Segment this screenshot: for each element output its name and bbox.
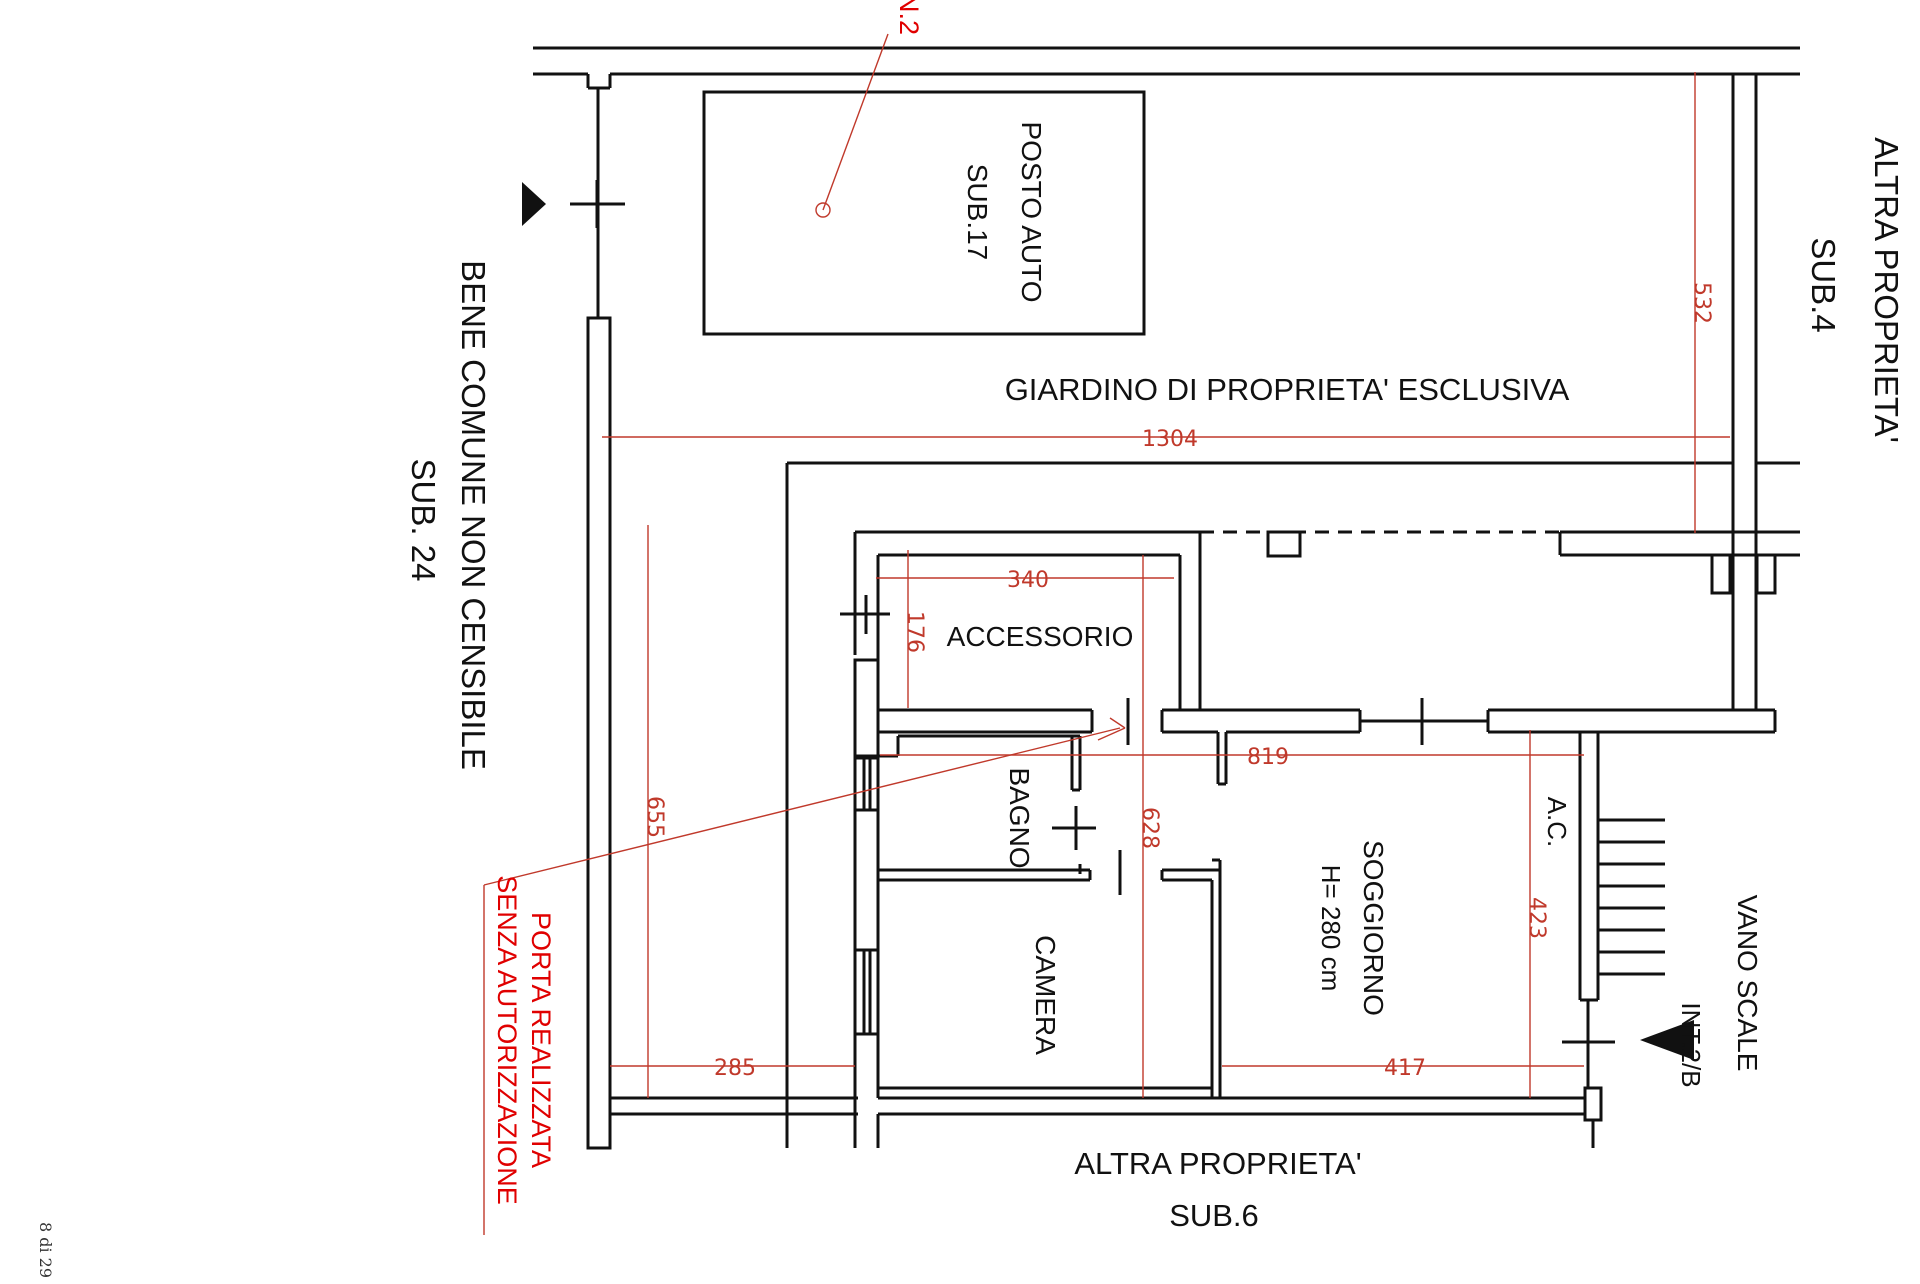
bene-comune-label: BENE COMUNE NON CENSIBILE [455,260,492,770]
dim-340: 340 [1007,568,1049,593]
posto-auto-label: POSTO AUTO [1016,121,1047,302]
soggiorno-label: SOGGIORNO [1358,840,1389,1016]
room-labels: N.2 POSTO AUTO SUB.17 GIARDINO DI PROPRI… [36,0,1905,1278]
vano-scale-label: VANO SCALE [1732,895,1763,1072]
accessorio-label: ACCESSORIO [947,621,1134,652]
bagno-label: BAGNO [1004,767,1035,868]
ref-n2-label: N.2 [894,0,924,35]
porta-annotation-line1: PORTA REALIZZATA [526,912,556,1168]
dimension-values: 1304 532 340 176 819 655 628 423 285 417 [642,282,1714,1081]
giardino-label: GIARDINO DI PROPRIETA' ESCLUSIVA [1005,372,1570,407]
int-label: INT.2/B [1676,1002,1706,1087]
dim-532: 532 [1689,282,1714,324]
dimension-lines [483,33,1730,1235]
soggiorno-height-label: H= 280 cm [1316,865,1346,991]
porta-annotation-line2: SENZA AUTORIZZAZIONE [492,875,522,1205]
altra-proprieta-bottom-label: ALTRA PROPRIETA' [1074,1146,1361,1181]
dim-176: 176 [902,611,927,653]
altra-proprieta-bottom-sub-label: SUB.6 [1169,1198,1259,1233]
page-number: 8 di 29 [36,1222,55,1278]
dim-1304: 1304 [1142,427,1198,452]
bene-comune-sub-label: SUB. 24 [405,459,442,582]
posto-auto-sub-label: SUB.17 [962,164,993,261]
reference-point-icon [815,202,831,218]
dim-655: 655 [642,796,667,838]
camera-label: CAMERA [1030,935,1061,1055]
dim-628: 628 [1137,807,1162,849]
altra-proprieta-top-label: ALTRA PROPRIETA' [1868,137,1905,443]
dim-285: 285 [714,1056,756,1081]
dim-819: 819 [1247,745,1289,770]
stair-entrance-arrow-icon [1640,1020,1694,1060]
walls [522,46,1800,1150]
ac-label: A.C. [1542,797,1572,848]
entrance-arrow-icon [522,182,546,226]
dim-423: 423 [1524,897,1549,939]
altra-proprieta-top-sub-label: SUB.4 [1805,237,1842,332]
dim-417: 417 [1384,1056,1426,1081]
